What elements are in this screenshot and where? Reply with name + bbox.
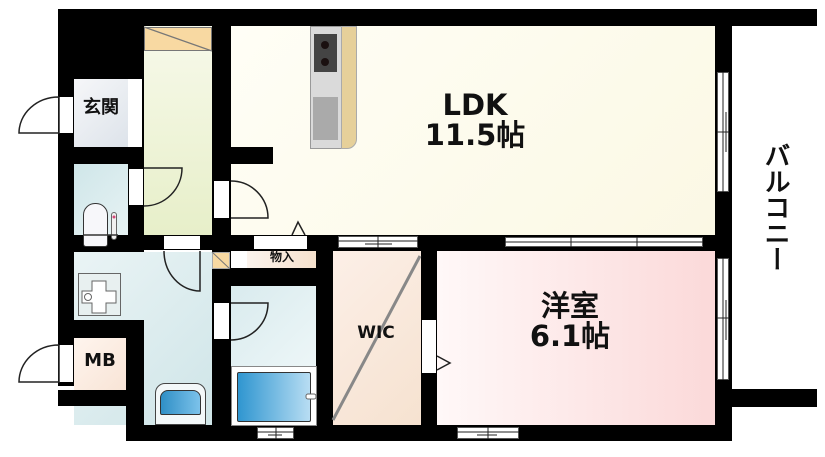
western-door-gap	[422, 320, 436, 373]
storage-door-arrow-icon	[291, 220, 306, 236]
wall-storage-bottom	[212, 268, 333, 286]
mb-door-gap	[59, 345, 73, 382]
storage-label: 物入	[269, 250, 294, 264]
entrance-room	[74, 79, 128, 147]
wall-mb-top	[74, 320, 144, 338]
kitchen-stove-icon	[314, 34, 337, 72]
bath-door-swing-icon	[230, 302, 269, 341]
ldk-door-swing-icon	[230, 180, 269, 219]
western-size: 6.1帖	[529, 319, 611, 354]
wall-mb-bottom	[58, 390, 144, 406]
bathtub-water	[237, 372, 311, 422]
wall-entrance-bottom	[58, 147, 144, 164]
wall-top-balcony	[717, 9, 817, 26]
western-label: 洋室 6.1帖	[510, 291, 630, 352]
wall-bath-right	[316, 235, 333, 441]
wic-label: WIC	[357, 323, 395, 343]
bath-door-gap	[214, 303, 229, 339]
entrance-door-swing-icon	[18, 96, 60, 134]
washroom-door-gap	[164, 236, 200, 249]
corridor	[144, 26, 212, 235]
mb-room	[74, 338, 126, 390]
burner-2	[321, 58, 329, 66]
wall-left-lower	[58, 150, 74, 386]
ldk-door-gap	[214, 181, 229, 218]
ldk-label: LDK 11.5帖	[410, 90, 540, 151]
mb-label: MB	[84, 350, 116, 371]
wash-basin-bowl	[160, 390, 201, 415]
kitchen-sink-icon	[313, 97, 338, 140]
western-door-arrow-icon	[436, 355, 452, 371]
toilet-remote-icon	[111, 212, 117, 240]
wall-ldk-stub	[231, 147, 273, 164]
wall-balcony-bottom	[715, 389, 817, 407]
entrance-label: 玄関	[83, 97, 119, 118]
mb-door-swing-icon	[18, 344, 60, 383]
kitchen-wood-counter	[341, 26, 357, 149]
toilet-icon	[83, 203, 108, 247]
balcony-name: バルコニー	[760, 142, 790, 272]
toilet-door-gap	[129, 169, 143, 205]
wall-left-upper-block	[58, 9, 144, 79]
storage-room	[247, 250, 317, 268]
western-name: 洋室	[540, 289, 599, 323]
ldk-size: 11.5帖	[424, 118, 526, 153]
entrance-inner-gap	[128, 79, 142, 147]
entrance-door-gap	[59, 97, 73, 133]
western-room	[437, 251, 715, 425]
wall-mb-right	[126, 320, 144, 425]
washroom-door-swing-icon	[163, 250, 201, 292]
toilet-door-swing-icon	[143, 167, 183, 207]
burner-1	[321, 41, 329, 49]
ldk-name: LDK	[442, 88, 508, 122]
storage-door-gap	[254, 236, 307, 249]
balcony-label: バルコニー	[752, 142, 790, 272]
